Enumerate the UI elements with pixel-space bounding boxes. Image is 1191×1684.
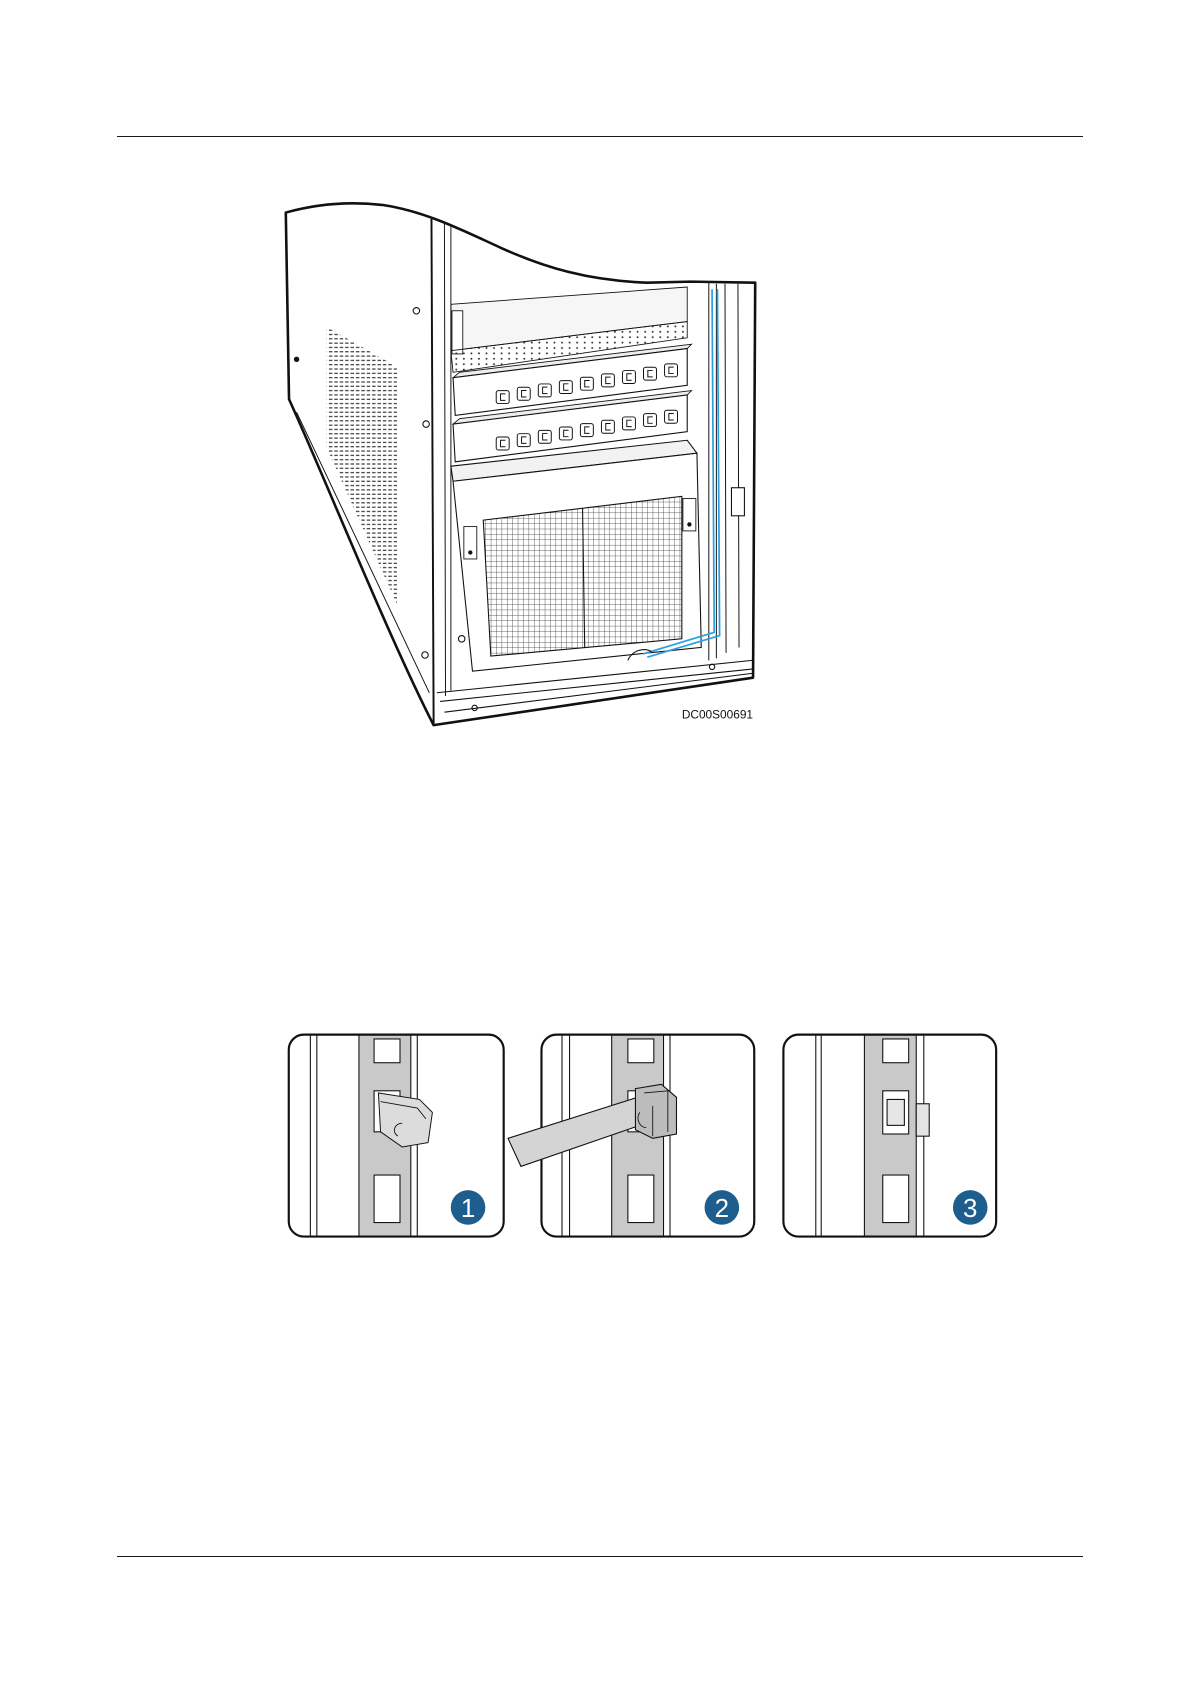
figure-code: DC00S00691 xyxy=(682,708,754,722)
pdu-outlet xyxy=(496,391,509,404)
fan-screw xyxy=(468,550,472,554)
pdu-outlet xyxy=(622,417,635,430)
rail-square-hole xyxy=(628,1175,654,1223)
front-left-post-outer xyxy=(431,219,433,725)
pdu-outlet xyxy=(538,430,551,443)
screw xyxy=(413,308,419,314)
screw xyxy=(422,652,428,658)
pdu-outlet xyxy=(517,387,530,400)
pdu-outlet xyxy=(517,434,530,447)
fan-unit xyxy=(451,440,701,671)
step-number: 1 xyxy=(461,1195,475,1223)
pdu-outlet xyxy=(601,374,614,387)
header-rule xyxy=(117,136,1083,137)
cabinet-illustration: DC00S00691 xyxy=(275,194,766,734)
clip-installation-steps: 1 2 xyxy=(281,1026,1005,1242)
door-hinge xyxy=(731,488,744,516)
side-vent-grille xyxy=(327,327,397,604)
cage-nut-clip xyxy=(635,1084,676,1138)
step-number: 3 xyxy=(963,1195,977,1223)
pdu-outlet xyxy=(580,424,593,437)
pdu-outlet xyxy=(538,384,551,397)
front-left-post-inner xyxy=(444,222,450,696)
pdu-outlet xyxy=(496,437,509,450)
rail-square-hole xyxy=(883,1039,909,1063)
pdu-outlet xyxy=(559,427,572,440)
footer-rule xyxy=(117,1556,1083,1557)
pdu-outlet xyxy=(644,414,657,427)
pdu-outlet xyxy=(580,377,593,390)
fan-screw xyxy=(687,522,691,526)
rail-square-hole xyxy=(883,1175,909,1223)
step-number: 2 xyxy=(715,1195,729,1223)
step-panel-3: 3 xyxy=(783,1026,996,1242)
pdu-outlet xyxy=(665,364,678,377)
installed-cage-nut xyxy=(887,1099,904,1125)
pdu-outlet xyxy=(622,371,635,384)
rail-square-hole xyxy=(374,1175,400,1223)
rail-square-hole xyxy=(374,1039,400,1063)
pdu-outlet xyxy=(665,410,678,423)
pdu-outlet xyxy=(559,381,572,394)
cage-nut-tab xyxy=(916,1104,929,1136)
ceiling-bracket xyxy=(452,311,463,354)
fan-screw xyxy=(458,636,464,642)
pdu-outlet xyxy=(601,420,614,433)
step-panel-2: 2 xyxy=(508,1026,754,1242)
screw xyxy=(294,357,299,362)
screw xyxy=(423,421,429,427)
step-panel-1: 1 xyxy=(289,1026,504,1242)
pdu-outlet xyxy=(644,367,657,380)
rail-square-hole xyxy=(628,1039,654,1063)
